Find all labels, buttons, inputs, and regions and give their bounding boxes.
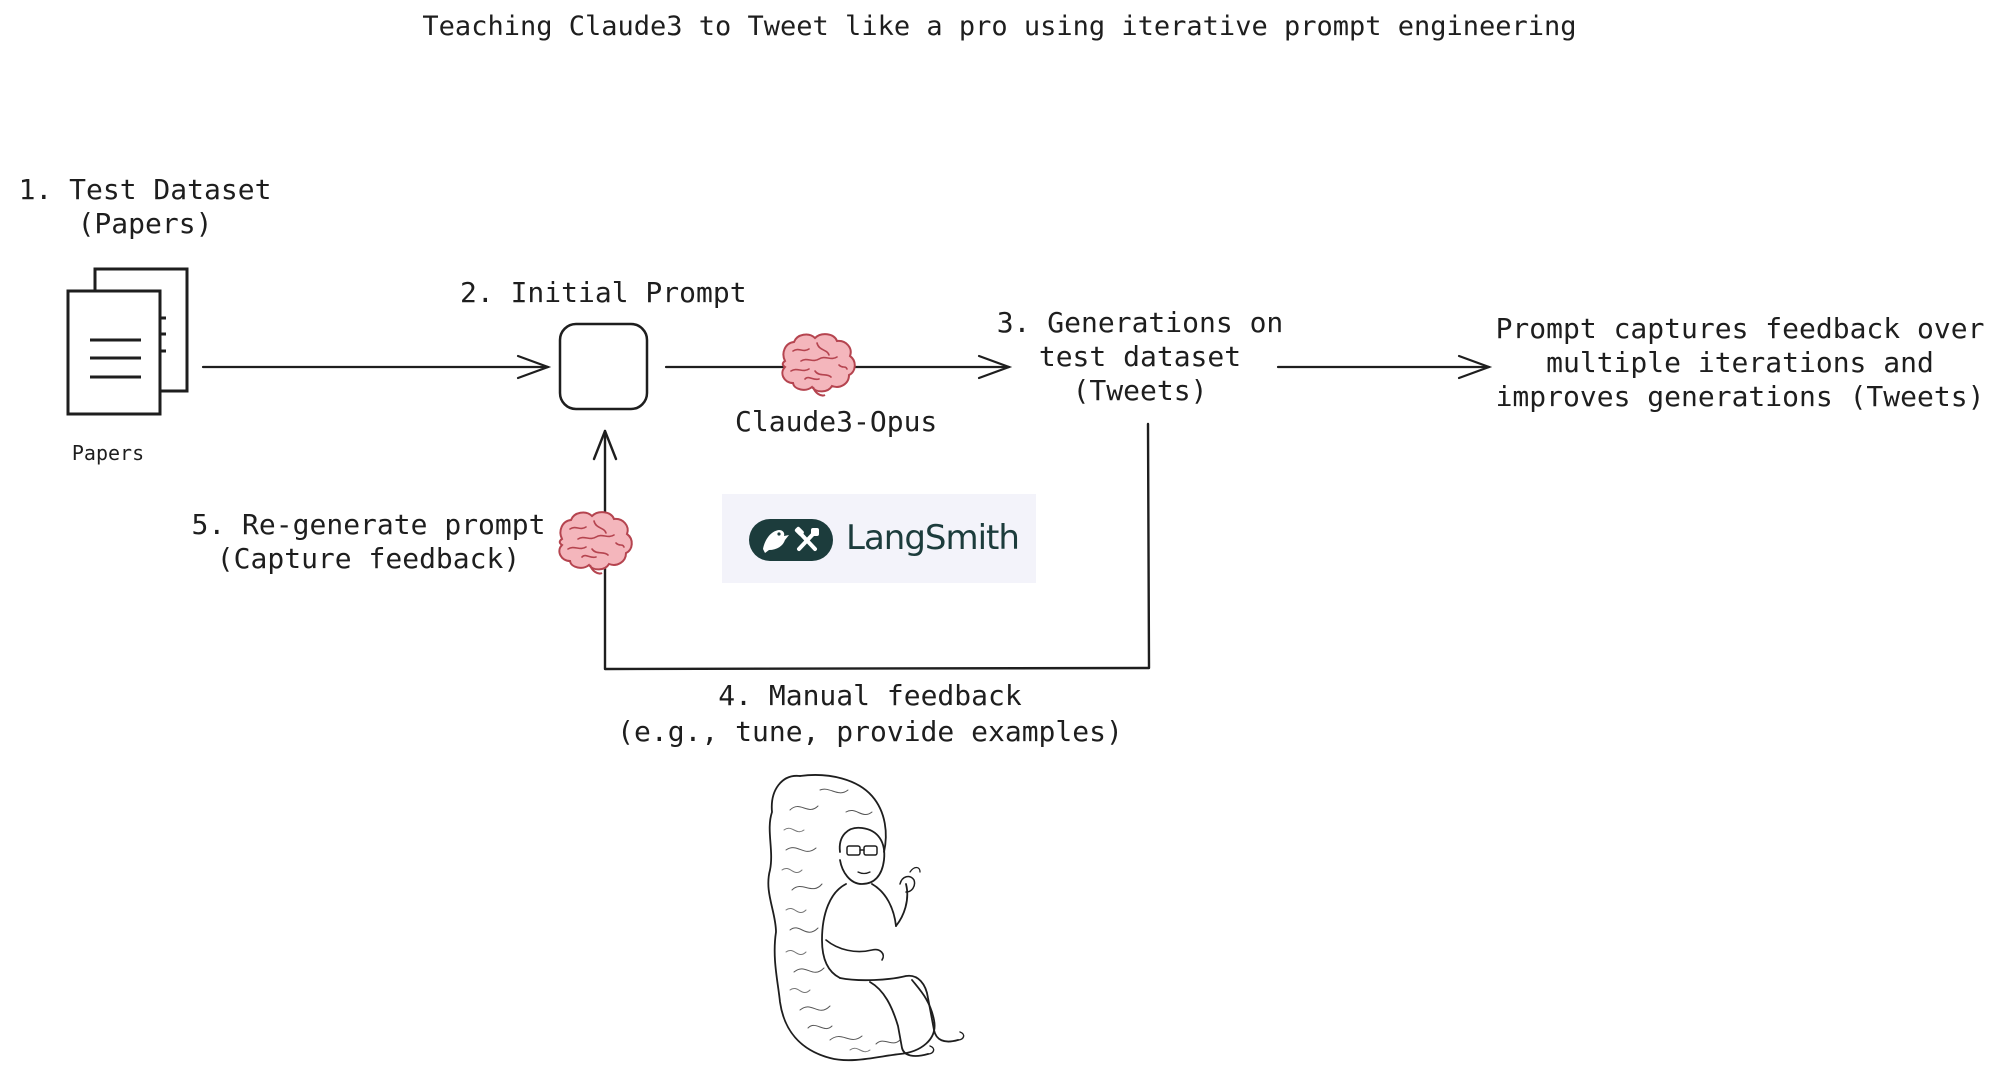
- step4-line2: (e.g., tune, provide examples): [617, 715, 1123, 748]
- step3-line2: test dataset: [1038, 340, 1242, 373]
- langsmith-logo: LangSmith: [722, 494, 1036, 583]
- step3-line1: 3. Generations on: [996, 306, 1284, 339]
- step1-label: 1. Test Dataset (Papers): [0, 176, 290, 238]
- result-label: Prompt captures feedback over multiple i…: [1490, 315, 1990, 411]
- diagram-title: Teaching Claude3 to Tweet like a pro usi…: [422, 11, 1577, 42]
- result-line1: Prompt captures feedback over: [1495, 312, 1985, 345]
- langsmith-wordmark: LangSmith: [846, 518, 1020, 558]
- step5-label: 5. Re-generate prompt (Capture feedback): [186, 511, 551, 573]
- step1-line2: (Papers): [77, 207, 213, 240]
- arrow-generations-to-result: [1276, 354, 1493, 380]
- step3-label: 3. Generations on test dataset (Tweets): [980, 309, 1300, 405]
- thinker-wojak-illustration: [767, 774, 965, 1062]
- documents-icon: [66, 267, 189, 416]
- step5-line2: (Capture feedback): [216, 542, 521, 575]
- brain-icon: [781, 333, 856, 397]
- step1-line1: 1. Test Dataset: [18, 173, 272, 206]
- arrow-papers-to-prompt: [201, 354, 552, 380]
- step5-line1: 5. Re-generate prompt: [191, 508, 546, 541]
- step4-label: 4. Manual feedback (e.g., tune, provide …: [590, 682, 1150, 746]
- model-label: Claude3-Opus: [735, 405, 938, 438]
- regenerate-brain-icon: [558, 511, 633, 575]
- langsmith-logo-mark: [749, 519, 833, 561]
- step4-line1: 4. Manual feedback: [718, 679, 1022, 712]
- result-line2: multiple iterations and: [1546, 346, 1934, 379]
- step2-label: 2. Initial Prompt: [460, 276, 747, 309]
- feedback-loop-arrow: [592, 422, 1151, 671]
- parrot-tools-icon: [763, 526, 819, 553]
- step3-line3: (Tweets): [1072, 374, 1208, 407]
- prompt-box-icon: [558, 322, 649, 411]
- papers-caption: Papers: [71, 441, 145, 465]
- result-line3: improves generations (Tweets): [1495, 380, 1985, 413]
